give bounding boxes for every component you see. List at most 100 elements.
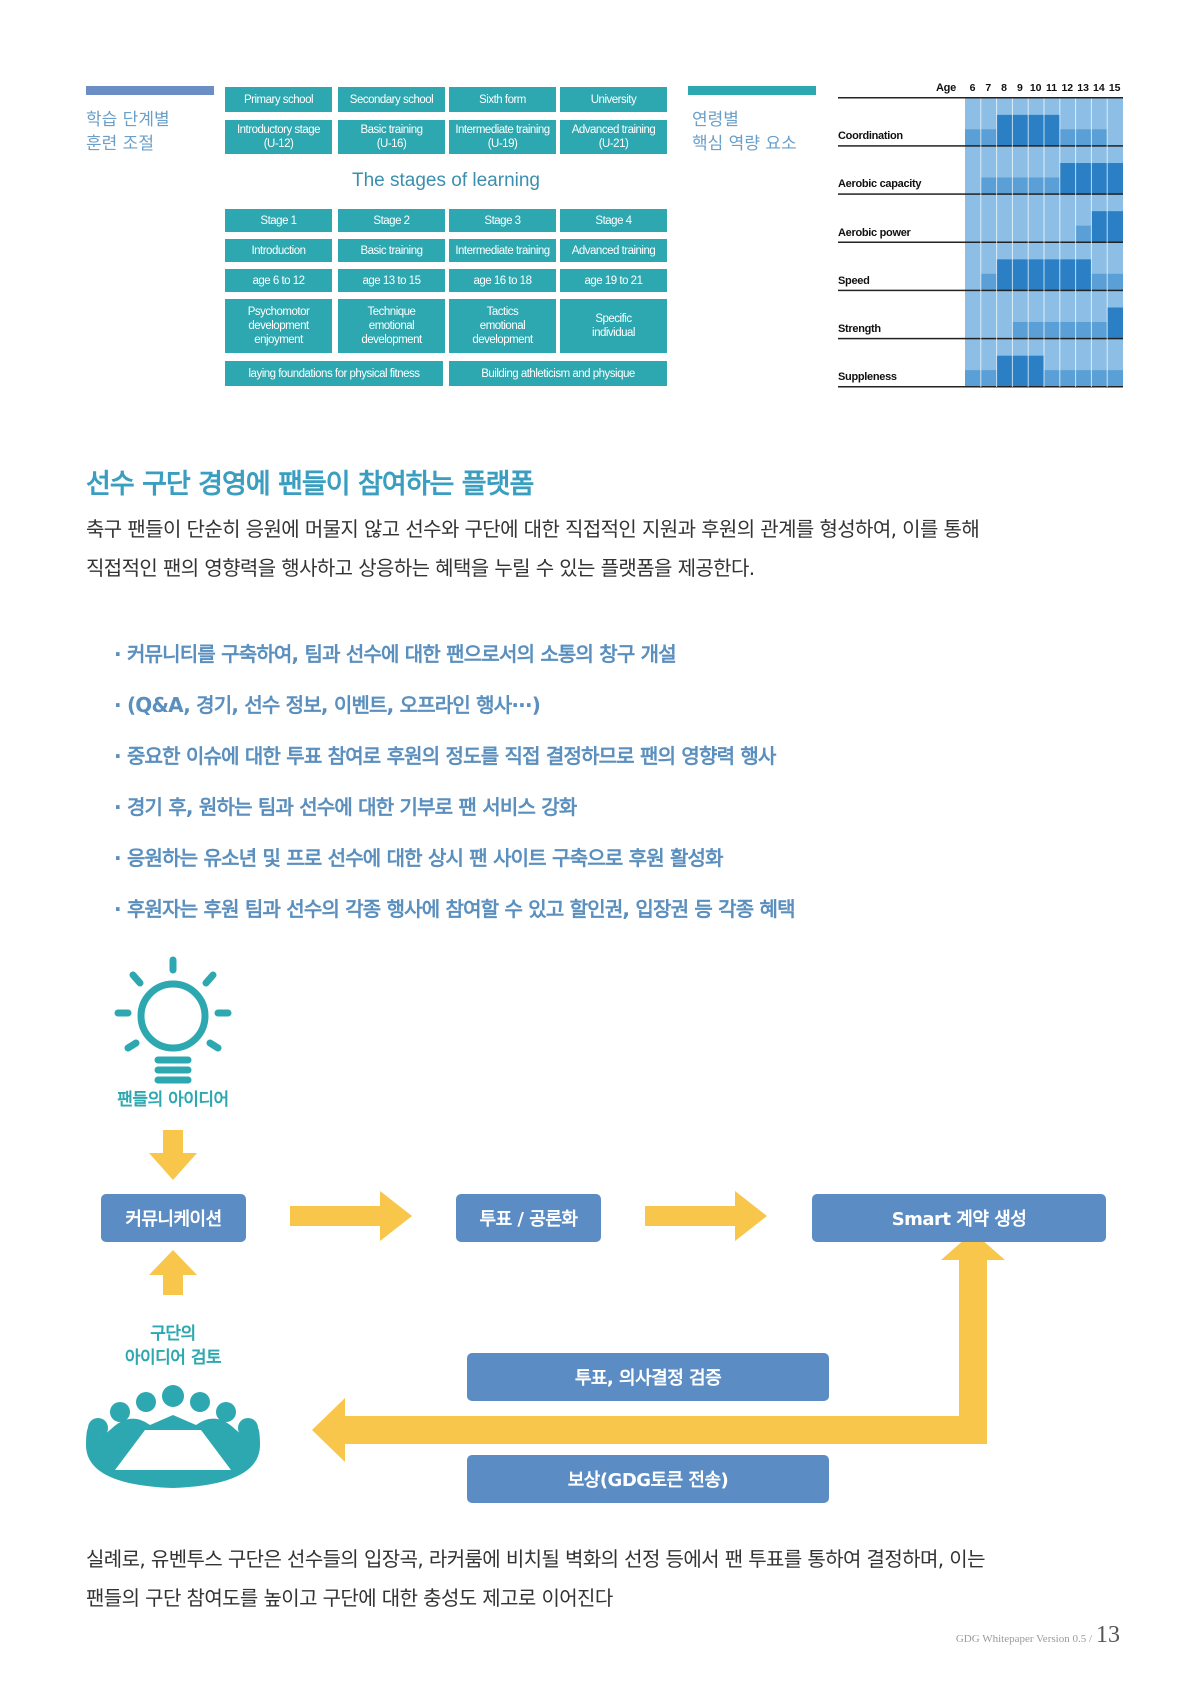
stage-cell: Psychomotor development enjoyment — [225, 299, 332, 353]
club-review-line: 아이디어 검토 — [124, 1348, 222, 1368]
age-level-cell — [1044, 259, 1060, 291]
stage-cell: Introduction — [225, 239, 332, 262]
age-number: 7 — [985, 82, 992, 94]
stage-cell: age 16 to 18 — [449, 269, 556, 292]
stage-cell: Stage 3 — [449, 209, 556, 232]
left-label-line: 훈련 조절 — [86, 134, 154, 154]
age-number: 9 — [1016, 82, 1023, 94]
age-number: 15 — [1108, 82, 1121, 94]
age-level-cell — [980, 129, 997, 147]
page-number: 13 — [1096, 1622, 1120, 1648]
column-divider — [1059, 98, 1061, 387]
age-level-cell — [1091, 273, 1108, 291]
age-level-cell — [1012, 114, 1029, 147]
age-number: 8 — [1001, 82, 1008, 94]
stage-cell: age 13 to 15 — [338, 269, 445, 292]
age-number: 11 — [1045, 82, 1058, 94]
stage-cell: Basic training — [338, 239, 445, 262]
age-level-cell — [1012, 355, 1029, 387]
age-level-cell — [1059, 259, 1076, 291]
communication-box: 커뮤니케이션 — [101, 1194, 246, 1242]
age-level-cell — [1075, 129, 1092, 147]
stage-top-cell: Secondary school — [338, 87, 445, 112]
age-level-cell — [1091, 211, 1108, 243]
stages-title: The stages of learning — [351, 170, 540, 191]
section-heading: 선수 구단 경영에 팬들이 참여하는 플랫폼 — [86, 469, 534, 500]
column-divider — [1090, 98, 1092, 387]
age-level-cell — [1012, 259, 1029, 291]
age-level-cell — [965, 129, 981, 147]
page-footer: GDG Whitepaper Version 0.5 / 13 — [956, 1622, 1120, 1649]
column-divider — [1011, 98, 1013, 387]
foundation-cell: laying foundations for physical fitness — [225, 361, 443, 386]
stage-cell: age 19 to 21 — [560, 269, 667, 292]
age-level-cell — [1044, 114, 1060, 147]
age-level-cell — [980, 370, 997, 387]
age-number: 6 — [969, 82, 976, 94]
age-level-cell — [1075, 259, 1092, 291]
closing-line: 실례로, 유벤투스 구단은 선수들의 입장곡, 라커룸에 비치될 벽화의 선정 … — [86, 1547, 985, 1571]
arrow-right-icon — [290, 1191, 412, 1241]
bullet-item: · 커뮤니티를 구축하여, 팀과 선수에 대한 팬으로서의 소통의 창구 개설 — [114, 642, 677, 666]
age-level-cell — [1059, 163, 1076, 195]
capability-label: Coordination — [838, 130, 903, 143]
age-level-cell — [980, 177, 997, 195]
column-divider — [1027, 98, 1029, 387]
lightbulb-icon — [114, 956, 232, 1084]
bullet-item: · 후원자는 후원 팀과 선수의 각종 행사에 참여할 수 있고 할인권, 입장… — [114, 897, 795, 921]
age-level-cell — [1075, 370, 1092, 387]
intro-line: 직접적인 팬의 영향력을 행사하고 상응하는 혜택을 누릴 수 있는 플랫폼을 … — [86, 556, 755, 580]
stage-cell: Stage 1 — [225, 209, 332, 232]
arrow-right-icon — [645, 1191, 767, 1241]
age-level-cell — [980, 273, 997, 291]
stage-top-cell: Introductory stage (U-12) — [225, 120, 332, 154]
arrow-down-icon — [149, 1130, 197, 1180]
age-level-cell — [1044, 177, 1060, 195]
bullet-list: · 커뮤니티를 구축하여, 팀과 선수에 대한 팬으로서의 소통의 창구 개설 … — [114, 638, 795, 944]
bullet-item: · 중요한 이슈에 대한 투표 참여로 후원의 정도를 직접 결정하므로 팬의 … — [114, 744, 776, 768]
age-grid-svg — [838, 97, 1123, 388]
age-level-cell — [1091, 129, 1108, 147]
age-level-cell — [996, 114, 1013, 147]
capability-label: Aerobic power — [838, 226, 911, 239]
age-level-cell — [1059, 321, 1076, 339]
capability-label: Aerobic capacity — [838, 178, 922, 191]
left-panel-label: 학습 단계별 훈련 조절 — [86, 108, 170, 156]
right-label-line: 핵심 역량 요소 — [692, 134, 797, 154]
capability-label: Strength — [838, 322, 881, 335]
age-level-cell — [996, 355, 1013, 387]
closing-line: 팬들의 구단 참여도를 높이고 구단에 대한 충성도 제고로 이어진다 — [86, 1586, 613, 1610]
age-level-cell — [996, 259, 1013, 291]
column-divider — [1043, 98, 1045, 387]
bullet-item: · 경기 후, 원하는 팀과 선수에 대한 기부로 팬 서비스 강화 — [114, 795, 577, 819]
arrow-head-up-icon — [941, 1232, 1005, 1260]
age-level-cell — [1028, 177, 1044, 195]
age-level-cell — [1012, 321, 1029, 339]
age-level-cell — [1075, 321, 1092, 339]
return-arrow-icon — [312, 1258, 987, 1462]
stage-cell: Specific individual — [560, 299, 667, 353]
age-level-cell — [1107, 211, 1123, 243]
right-accent-bar — [688, 86, 816, 95]
left-accent-bar — [86, 86, 214, 95]
age-level-cell — [1044, 321, 1060, 339]
age-level-cell — [1028, 259, 1044, 291]
age-level-cell — [1028, 355, 1044, 387]
age-level-cell — [1091, 370, 1108, 387]
age-level-cell — [1028, 114, 1044, 147]
header-baseline — [838, 97, 1123, 99]
intro-line: 축구 팬들이 단순히 응원에 머물지 않고 선수와 구단에 대한 직접적인 지원… — [86, 517, 980, 541]
stage-top-cell: University — [560, 87, 667, 112]
age-level-cell — [1059, 129, 1076, 147]
age-level-cell — [1059, 370, 1076, 387]
age-level-cell — [1044, 370, 1060, 387]
stage-cell: Stage 4 — [560, 209, 667, 232]
stage-cell: Intermediate training — [449, 239, 556, 262]
club-review-label: 구단의 아이디어 검토 — [93, 1322, 253, 1370]
age-number: 12 — [1061, 82, 1074, 94]
right-label-line: 연령별 — [692, 110, 739, 130]
footer-doc-name: GDG Whitepaper Version 0.5 / — [955, 1633, 1092, 1645]
section-intro: 축구 팬들이 단순히 응원에 머물지 않고 선수와 구단에 대한 직접적인 지원… — [86, 510, 1126, 588]
fan-idea-label: 팬들의 아이디어 — [117, 1090, 229, 1110]
reward-box: 보상(GDG토큰 전송) — [467, 1455, 829, 1503]
